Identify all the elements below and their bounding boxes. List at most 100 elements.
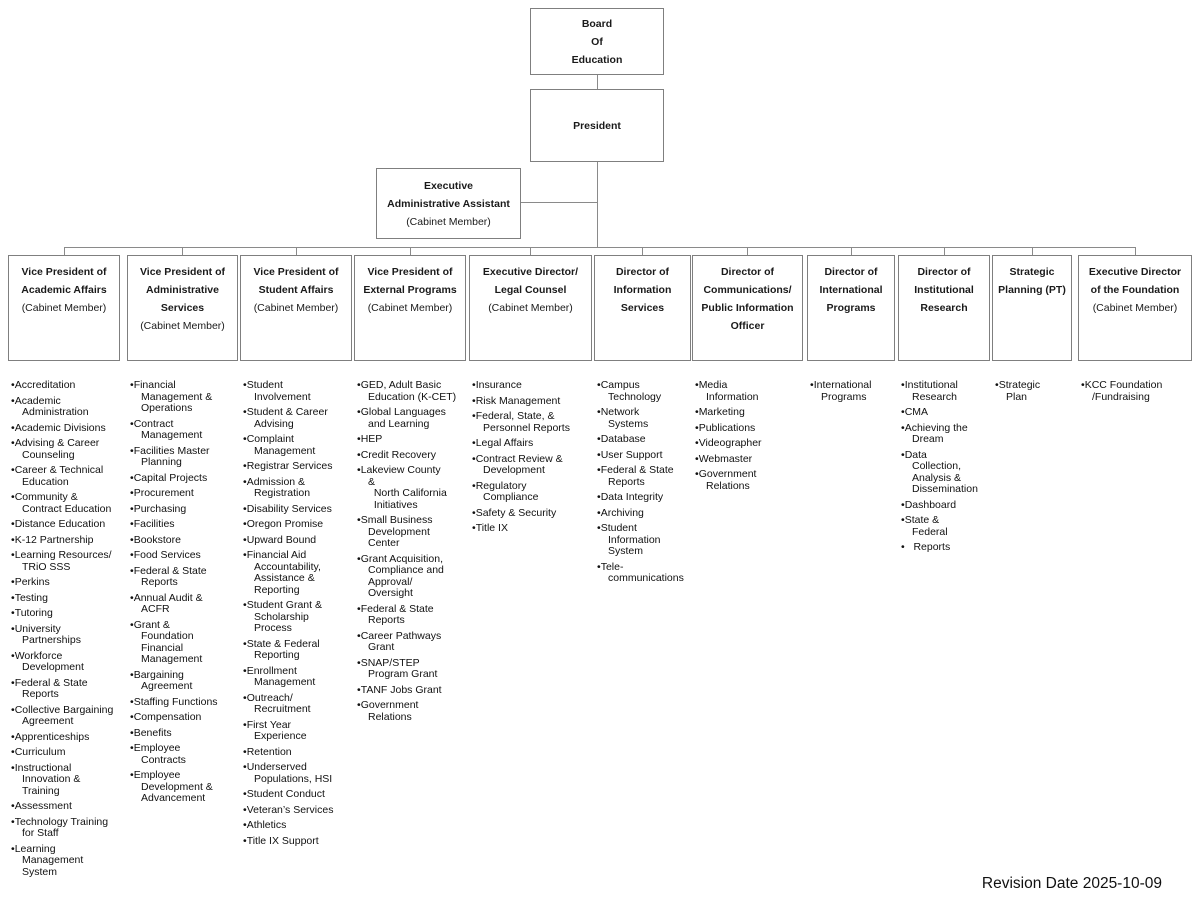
duties-list: Media InformationMarketingPublicationsVi… — [695, 379, 816, 492]
dept-title: Vice President of Student Affairs — [253, 266, 339, 296]
executive-administrative-assistant-box: Executive Administrative Assistant (Cabi… — [376, 168, 521, 239]
duty-item: Upward Bound — [243, 534, 365, 547]
duty-item: Title IX Support — [243, 835, 365, 848]
duty-item: Employee Development & Advancement — [130, 769, 251, 805]
duty-item: Student & Career Advising — [243, 406, 365, 430]
connector-board-president — [597, 75, 598, 89]
duty-item: Contract Management — [130, 418, 251, 442]
duty-item: Credit Recovery — [357, 449, 479, 462]
dept-box: Director of Institutional Research — [898, 255, 990, 361]
connector-assistant — [521, 202, 598, 203]
duty-item: Global Languages and Learning — [357, 406, 479, 430]
connector-drop-3 — [296, 247, 297, 255]
duty-item: CMA — [901, 406, 1003, 419]
connector-drop-7 — [747, 247, 748, 255]
duties-list: AccreditationAcademic AdministrationAcad… — [11, 379, 133, 879]
org-column-administrative-services: Vice President of Administrative Service… — [127, 255, 238, 809]
duty-item: Campus Technology — [597, 379, 704, 403]
dept-title: Vice President of Administrative Service… — [139, 266, 225, 314]
duty-item: Learning Management System — [11, 843, 133, 879]
dept-title: Vice President of Academic Affairs — [21, 266, 107, 296]
duty-item: Facilities — [130, 518, 251, 531]
duty-item: Benefits — [130, 727, 251, 740]
dept-title: Director of Information Services — [613, 266, 672, 314]
duty-item: Federal & State Reports — [357, 603, 479, 627]
dept-box: Vice President of External Programs (Cab… — [354, 255, 466, 361]
dept-box: Vice President of Administrative Service… — [127, 255, 238, 361]
duty-item: Dashboard — [901, 499, 1003, 512]
duty-item: Distance Education — [11, 518, 133, 531]
duty-item: Assessment — [11, 800, 133, 813]
org-column-external-programs: Vice President of External Programs (Cab… — [354, 255, 466, 727]
duty-item: Learning Resources/ TRiO SSS — [11, 549, 133, 573]
org-column-strategic-planning: Strategic Planning (PT) Strategic Plan — [992, 255, 1072, 407]
duty-item: Registrar Services — [243, 460, 365, 473]
duty-item: Legal Affairs — [472, 437, 605, 450]
duty-item: Government Relations — [357, 699, 479, 723]
duty-item: Videographer — [695, 437, 816, 450]
duty-item: Achieving the Dream — [901, 422, 1003, 446]
duty-item: Federal, State, & Personnel Reports — [472, 410, 605, 434]
president-box: President — [530, 89, 664, 162]
org-column-communications: Director of Communications/ Public Infor… — [692, 255, 803, 496]
duty-item: Network Systems — [597, 406, 704, 430]
duties-list: KCC Foundation /Fundraising — [1081, 379, 1200, 403]
duty-item: Data Integrity — [597, 491, 704, 504]
duty-item: Student Involvement — [243, 379, 365, 403]
dept-subtitle: (Cabinet Member) — [367, 302, 453, 314]
duty-item: University Partnerships — [11, 623, 133, 647]
duties-list: Student InvolvementStudent & Career Advi… — [243, 379, 365, 848]
duty-item: Complaint Management — [243, 433, 365, 457]
duty-item: Career Pathways Grant — [357, 630, 479, 654]
duty-item: Career & Technical Education — [11, 464, 133, 488]
org-column-academic-affairs: Vice President of Academic Affairs (Cabi… — [8, 255, 120, 882]
duty-item: Insurance — [472, 379, 605, 392]
duty-item: Admission & Registration — [243, 476, 365, 500]
connector-drop-1 — [64, 247, 65, 255]
duty-item: Retention — [243, 746, 365, 759]
connector-drop-6 — [642, 247, 643, 255]
duties-list: Institutional ResearchCMA Achieving the D… — [901, 379, 1003, 554]
duty-item: User Support — [597, 449, 704, 462]
duty-item: Purchasing — [130, 503, 251, 516]
duty-item: Institutional Research — [901, 379, 1003, 403]
duty-item: Federal & State Reports — [130, 565, 251, 589]
duty-item: Disability Services — [243, 503, 365, 516]
duty-item: State & Federal — [901, 514, 1003, 538]
dept-subtitle: (Cabinet Member) — [21, 302, 107, 314]
dept-box: Director of Information Services — [594, 255, 691, 361]
duty-item: Enrollment Management — [243, 665, 365, 689]
duty-item: Government Relations — [695, 468, 816, 492]
duty-item: Underserved Populations, HSI — [243, 761, 365, 785]
duty-item: Facilities Master Planning — [130, 445, 251, 469]
org-column-information-services: Director of Information Services Campus … — [594, 255, 691, 589]
duty-item: International Programs — [810, 379, 908, 403]
duty-item: Oregon Promise — [243, 518, 365, 531]
duty-item: Webmaster — [695, 453, 816, 466]
duty-item: Food Services — [130, 549, 251, 562]
dept-box: Executive Director of the Foundation (Ca… — [1078, 255, 1192, 361]
connector-drop-9 — [944, 247, 945, 255]
duty-item: Community & Contract Education — [11, 491, 133, 515]
duty-item: GED, Adult Basic Education (K-CET) — [357, 379, 479, 403]
duty-item: Staffing Functions — [130, 696, 251, 709]
duty-item: K-12 Partnership — [11, 534, 133, 547]
dept-subtitle: (Cabinet Member) — [140, 320, 225, 332]
dept-box: Executive Director/ Legal Counsel (Cabin… — [469, 255, 592, 361]
duty-item: Collective Bargaining Agreement — [11, 704, 133, 728]
duty-item: Archiving — [597, 507, 704, 520]
duty-item: Marketing — [695, 406, 816, 419]
dept-subtitle: (Cabinet Member) — [488, 302, 573, 314]
duty-item: Curriculum — [11, 746, 133, 759]
duty-item: KCC Foundation /Fundraising — [1081, 379, 1200, 403]
duty-item: Federal & State Reports — [11, 677, 133, 701]
duty-item: Contract Review & Development — [472, 453, 605, 477]
duty-item: Safety & Security — [472, 507, 605, 520]
connector-president-bus — [597, 162, 598, 248]
duty-item: Academic Administration — [11, 395, 133, 419]
duty-item: Reports — [901, 541, 1003, 554]
duty-item: Data Collection, Analysis & Disseminatio… — [901, 449, 1003, 496]
duty-item: Procurement — [130, 487, 251, 500]
dept-subtitle: (Cabinet Member) — [253, 302, 339, 314]
duty-item: Advising & Career Counseling — [11, 437, 133, 461]
